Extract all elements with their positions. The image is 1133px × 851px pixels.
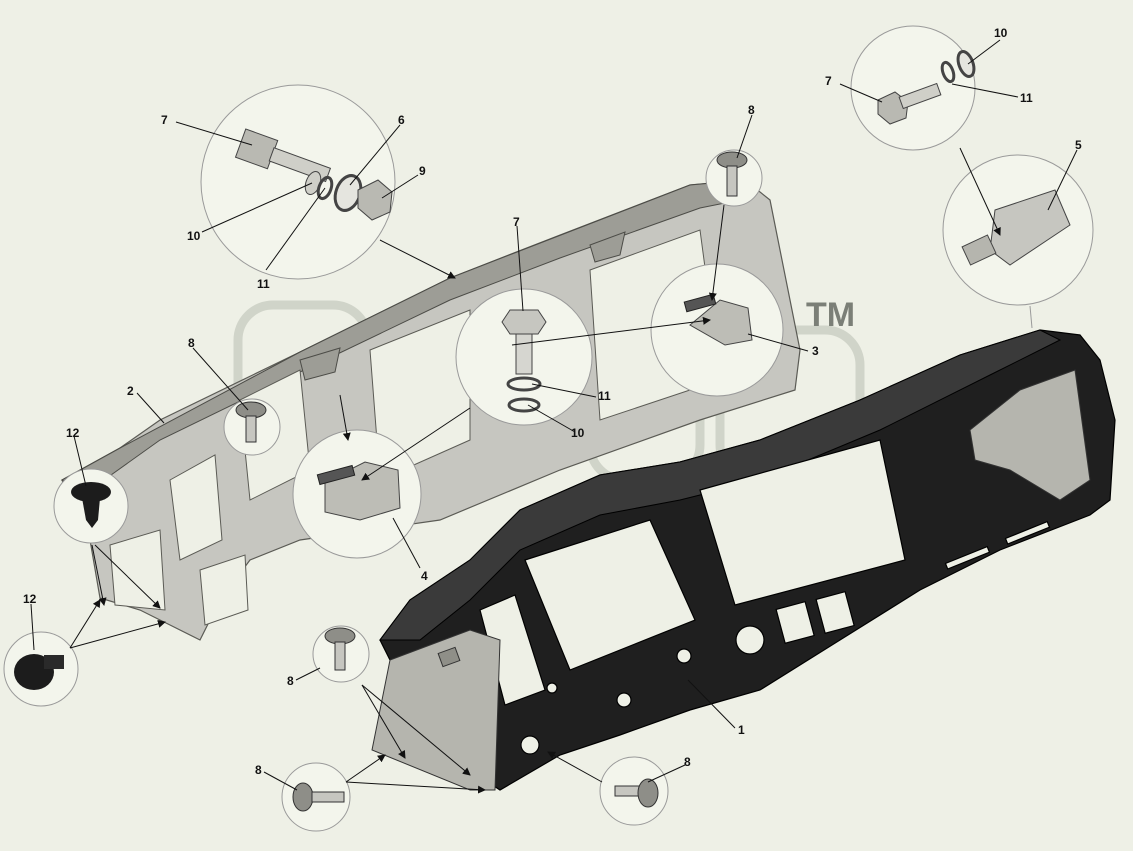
watermark-tm: TM [806, 296, 855, 334]
callout-11-left: 11 [257, 277, 270, 291]
detail-clip-right [650, 263, 784, 397]
callout-8-left: 8 [188, 336, 195, 350]
detail-push-clip-lower [3, 631, 79, 707]
callout-9: 9 [419, 164, 426, 178]
callout-10-center: 10 [571, 426, 585, 440]
callout-2: 2 [127, 384, 134, 398]
callout-3: 3 [812, 344, 819, 358]
callout-11-center: 11 [598, 389, 611, 403]
callout-10-left: 10 [187, 229, 201, 243]
detail-push-clip-upper [53, 468, 129, 544]
callout-labels: 1 2 3 4 5 6 7 7 7 8 8 8 8 8 9 10 10 10 1… [23, 26, 1082, 777]
callout-4: 4 [421, 569, 428, 583]
callout-12-lower: 12 [23, 592, 37, 606]
callout-8-top: 8 [748, 103, 755, 117]
callout-5: 5 [1075, 138, 1082, 152]
callout-7-right: 7 [825, 74, 832, 88]
detail-screw-bottom-left [281, 762, 351, 832]
callout-7-center: 7 [513, 215, 520, 229]
callout-8-mid: 8 [287, 674, 294, 688]
detail-bracket [942, 154, 1094, 306]
assembly-arrows [69, 147, 1033, 794]
detail-bolt-set-left [200, 84, 396, 280]
detail-screw-left [223, 398, 281, 456]
callout-8-bottom-right: 8 [684, 755, 691, 769]
detail-screw-mid [312, 625, 370, 683]
callout-8-bottom-left: 8 [255, 763, 262, 777]
detail-bolt-center [455, 288, 593, 426]
detail-bolt-set-right [850, 25, 976, 151]
callout-leaders [30, 39, 1078, 791]
detail-screw-bottom-right [599, 756, 669, 826]
detail-clip-left [292, 429, 422, 559]
callout-6: 6 [398, 113, 405, 127]
callout-1: 1 [738, 723, 745, 737]
callout-11-right: 11 [1020, 91, 1033, 105]
detail-screw-top [705, 149, 763, 207]
callout-10-right: 10 [994, 26, 1008, 40]
callout-7-left: 7 [161, 113, 168, 127]
callout-12-upper: 12 [66, 426, 80, 440]
